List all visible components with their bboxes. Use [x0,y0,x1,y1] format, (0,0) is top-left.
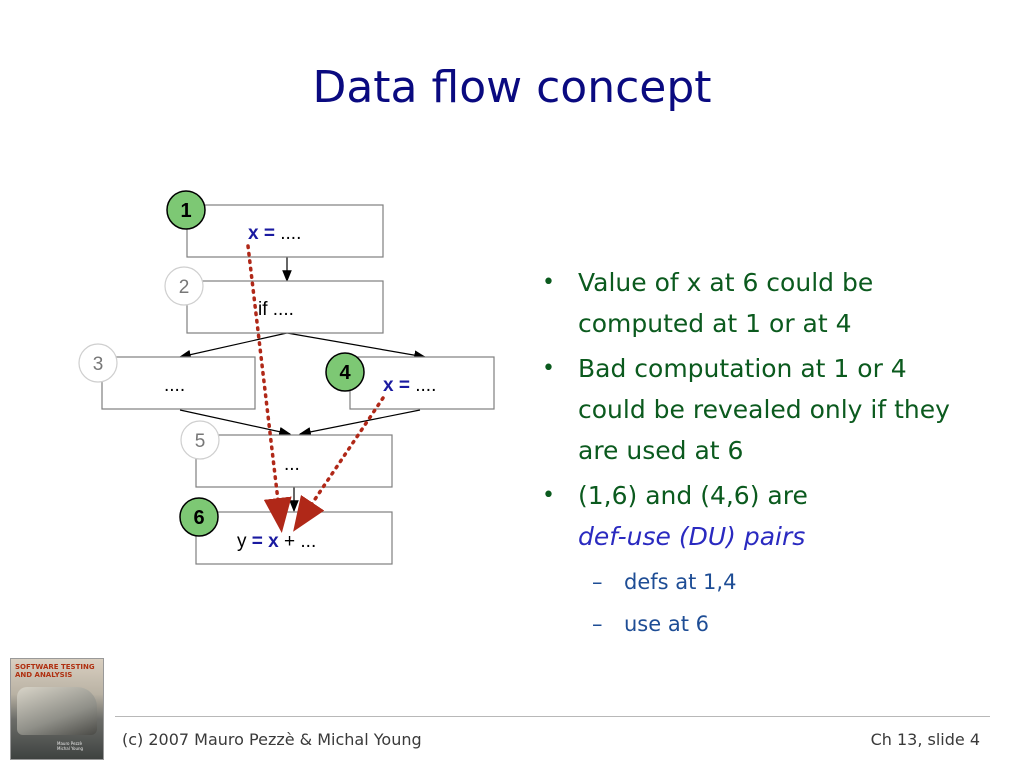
svg-text:4: 4 [339,362,351,384]
dash-icon: – [592,612,603,636]
svg-text:5: 5 [195,431,206,452]
sub-bullet-item: – use at 6 [540,603,980,645]
bullet-emphasis: def-use (DU) pairs [578,522,806,551]
edge-3-5 [179,409,292,437]
dash-icon: – [592,570,603,594]
svg-text:6: 6 [193,507,204,529]
node-5-number: 5 [180,420,220,460]
node-1-label: x = .... [248,223,301,244]
bullet-list: • Value of x at 6 could be computed at 1… [540,262,980,645]
bullet-dot-icon: • [542,270,555,295]
bullet-text: Bad computation at 1 or 4 could be revea… [578,354,950,465]
bullet-dot-icon: • [542,356,555,381]
bullet-text: Value of x at 6 could be computed at 1 o… [578,268,874,338]
book-title: SOFTWARE TESTING AND ANALYSIS [15,663,95,679]
du-path-1-6 [246,244,292,533]
edge-4-5 [298,409,421,437]
bullet-item: • Bad computation at 1 or 4 could be rev… [540,348,980,471]
bullet-text: (1,6) and (4,6) are [578,481,808,510]
node-6-label: y = x + ... [237,531,316,552]
node-1-number: 1 [166,190,206,230]
node-3-box [101,356,256,410]
svg-text:1: 1 [180,200,191,222]
node-5-label: ... [284,454,300,475]
node-5-box [195,434,393,488]
bullet-item: • (1,6) and (4,6) are def-use (DU) pairs [540,475,980,557]
footer-slide-number: Ch 13, slide 4 [870,730,980,749]
bullet-item: • Value of x at 6 could be computed at 1… [540,262,980,344]
node-4-label: x = .... [383,375,436,396]
du-path-4-6 [293,396,385,532]
bullet-dot-icon: • [542,483,555,508]
node-2-number: 2 [164,266,204,306]
book-authors: Mauro Pezzè Michal Young [57,741,84,751]
edge-2-3 [178,332,288,360]
node-3-label: .... [164,375,185,396]
sub-bullet-item: – defs at 1,4 [540,561,980,603]
book-cover-image: SOFTWARE TESTING AND ANALYSIS Mauro Pezz… [10,658,104,760]
footer-divider [115,716,990,717]
sub-bullet-text: defs at 1,4 [624,570,737,594]
sub-bullet-text: use at 6 [624,612,709,636]
crashed-car-illustration [17,687,97,735]
footer-copyright: (c) 2007 Mauro Pezzè & Michal Young [122,730,422,749]
node-1-box [186,204,384,258]
edge-2-4 [286,332,427,360]
slide-title: Data flow concept [312,62,712,113]
svg-text:2: 2 [179,277,190,298]
node-3-number: 3 [78,343,118,383]
node-4-number: 4 [325,352,365,392]
node-6-number: 6 [179,497,219,537]
node-2-label: if .... [258,299,294,320]
node-2-box [186,280,384,334]
svg-text:3: 3 [93,354,104,375]
node-4-box [349,356,495,410]
